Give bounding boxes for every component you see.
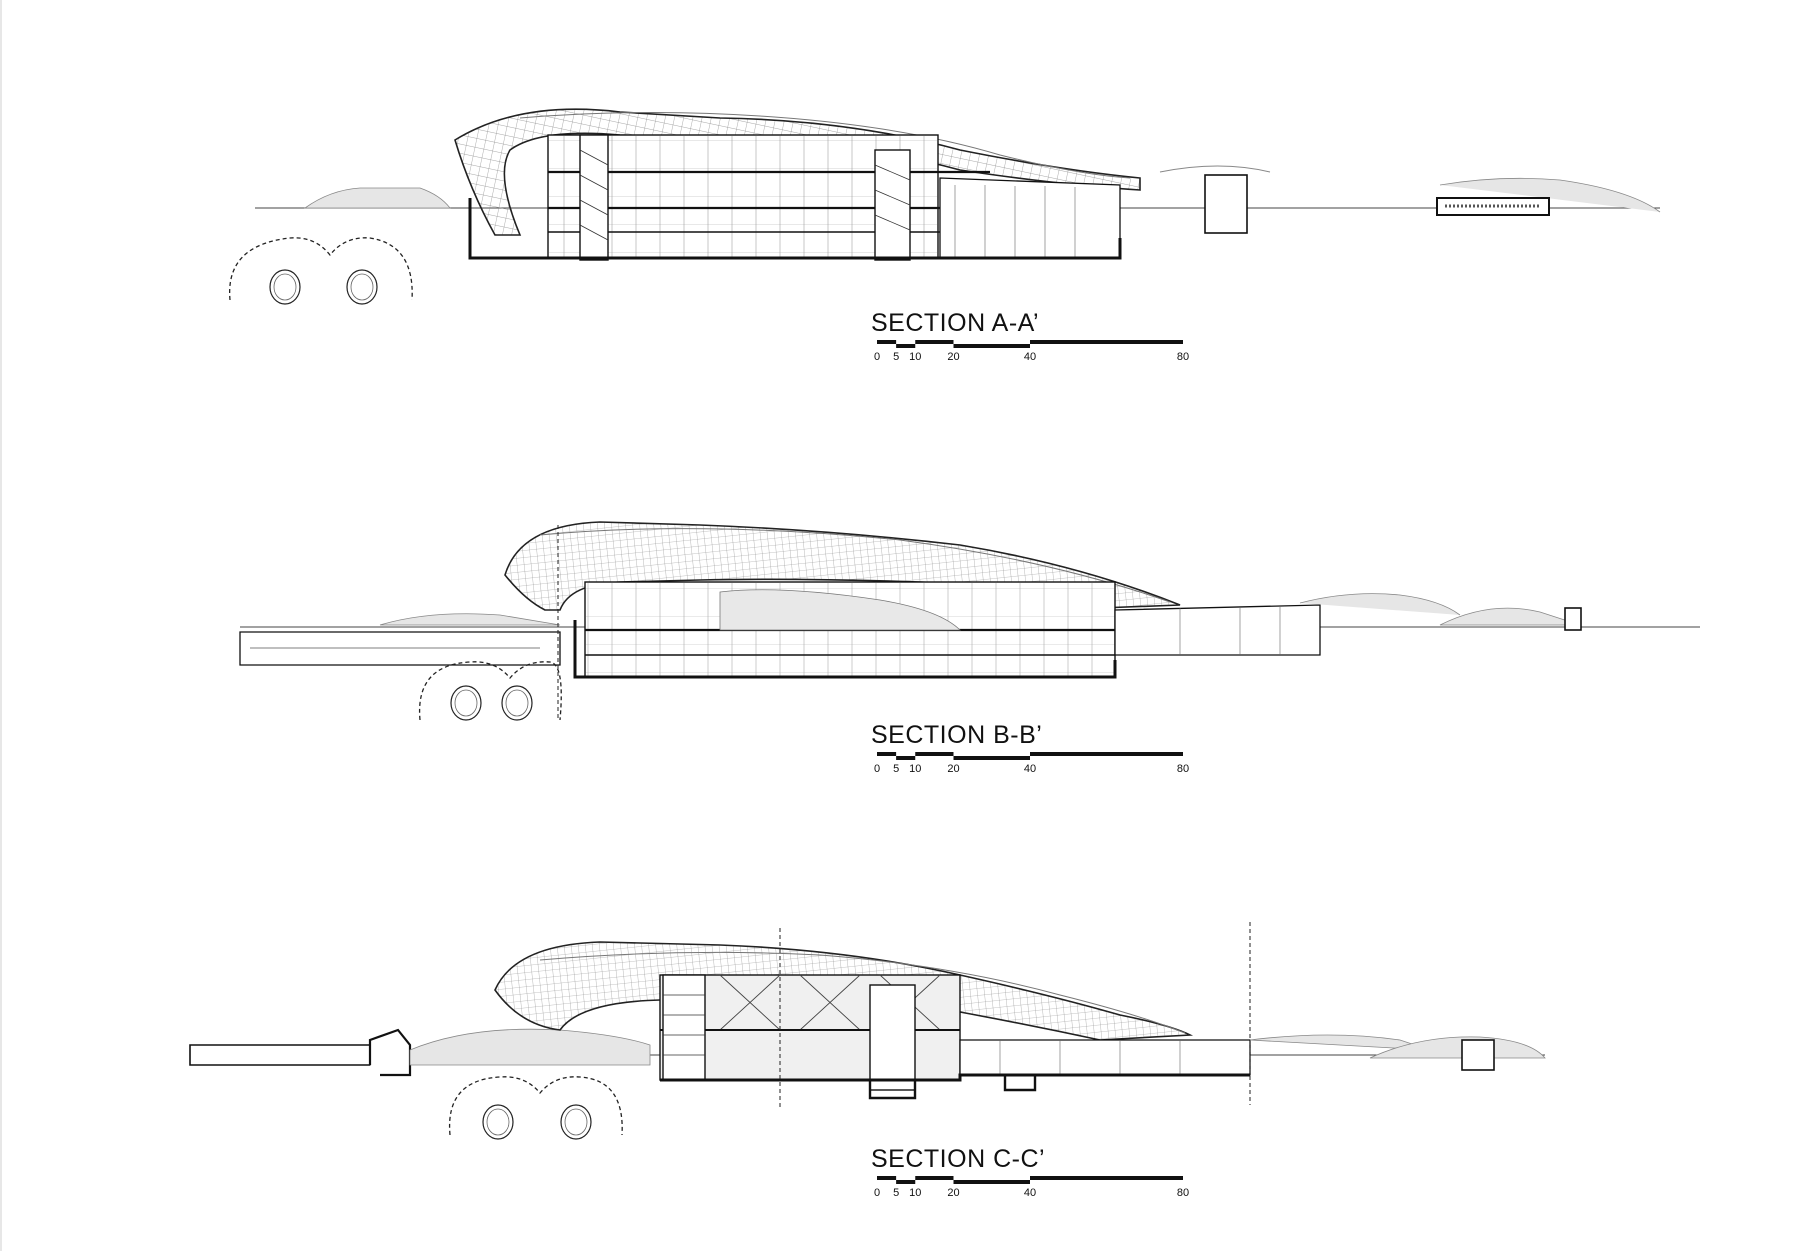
scale-tick-label: 0: [873, 1187, 881, 1199]
core-stairs: [579, 149, 609, 241]
scale-bar-segment: [915, 340, 954, 344]
underground-passage: [239, 631, 561, 666]
landscape-mound: [1159, 165, 1271, 173]
tunnel-bore: [346, 269, 378, 305]
landscape-mound: [1439, 607, 1581, 626]
scale-tick-label: 40: [1023, 1187, 1037, 1199]
core-stairs: [663, 994, 705, 1056]
end-block: [1461, 1039, 1495, 1071]
scale-bar-segment: [915, 752, 954, 756]
tunnel-bore: [560, 1104, 592, 1140]
section-a-drawing: [229, 108, 1661, 305]
scale-tick-label: 20: [947, 763, 960, 775]
tunnel-bore: [269, 269, 301, 305]
wing-columns: [999, 1040, 1181, 1075]
core-tower: [869, 984, 916, 1091]
scale-tick-label: 80: [1176, 351, 1190, 363]
landscape-mound: [379, 613, 561, 626]
lower-wing: [1114, 604, 1321, 656]
end-block: [1204, 174, 1248, 234]
scale-tick-label: 5: [893, 763, 900, 775]
end-block: [368, 1028, 412, 1077]
wing-columns: [1179, 606, 1281, 655]
scale-tick-label: 80: [1176, 1187, 1190, 1199]
scale-bar-segment: [953, 756, 1030, 760]
scale-bar-segment: [1030, 752, 1183, 756]
tunnel-outline: [418, 661, 562, 721]
end-block: [1564, 607, 1582, 631]
wing-columns: [954, 185, 1076, 258]
lower-wing: [939, 177, 1121, 259]
section-c-title: SECTION C-C’: [871, 1145, 1046, 1173]
foundation: [468, 198, 1122, 260]
scale-bar-segment: [1030, 1176, 1183, 1180]
landscape-mound: [1369, 1036, 1546, 1059]
scale-tick-label: 5: [893, 1187, 900, 1199]
tunnel-outline: [448, 1076, 623, 1136]
scale-tick-label: 10: [909, 1187, 922, 1199]
tunnel-bore: [501, 685, 533, 721]
tunnel-outline: [229, 237, 413, 301]
hall-truss: [719, 974, 941, 1031]
core-stairs: [874, 164, 911, 231]
foundation: [573, 620, 1117, 679]
section-b-title: SECTION B-B’: [871, 721, 1043, 749]
tunnel-bore-inner: [486, 1108, 510, 1136]
roof-band: [539, 951, 1186, 1034]
roof-band: [519, 111, 1131, 179]
scale-bars: [877, 340, 1183, 1184]
tunnel-bore: [482, 1104, 514, 1140]
core-tower: [874, 149, 911, 261]
scale-tick-label: 0: [873, 763, 881, 775]
core-tower: [662, 974, 706, 1081]
scale-bar-segment: [877, 1176, 897, 1180]
scale-tick-label: 0: [873, 351, 881, 363]
scale-bar-segment: [1030, 340, 1183, 344]
scale-tick-label: 80: [1176, 763, 1190, 775]
roof-band: [539, 528, 1171, 603]
scale-bar-segment: [877, 340, 897, 344]
scale-bar-segment: [877, 752, 897, 756]
scale-bar-segment: [953, 344, 1030, 348]
scale-bar-segment: [896, 1180, 916, 1184]
section-b-drawing: [239, 521, 1700, 721]
lower-wing: [959, 1039, 1251, 1076]
scale-bar-segment: [896, 756, 916, 760]
scale-bar-segment: [896, 344, 916, 348]
scale-tick-label: 5: [893, 351, 900, 363]
scale-tick-label: 10: [909, 351, 922, 363]
scale-tick-label: 40: [1023, 351, 1037, 363]
foundation: [660, 1073, 1250, 1082]
core-tower: [579, 134, 609, 261]
atrium-void: [719, 589, 961, 631]
foundation-pit: [868, 1075, 1037, 1100]
underground-passage: [189, 1044, 381, 1066]
landscape-mound: [1439, 177, 1661, 213]
landscape-mound: [303, 187, 451, 209]
floor-grid: [548, 135, 938, 258]
scale-tick-label: 20: [947, 1187, 960, 1199]
landscape-mound: [409, 1028, 651, 1066]
landscape-mound: [1299, 593, 1461, 616]
scale-bar-segment: [915, 1176, 954, 1180]
tunnel-bore-inner: [273, 273, 297, 301]
scale-tick-label: 40: [1023, 763, 1037, 775]
landscape-mound: [1249, 1034, 1431, 1051]
section-c-drawing: [189, 922, 1546, 1140]
tunnel-bore-inner: [454, 689, 478, 717]
scale-bar-segment: [953, 1180, 1030, 1184]
tunnel-bore-inner: [350, 273, 374, 301]
tunnel-bore: [450, 685, 482, 721]
tunnel-bore-inner: [564, 1108, 588, 1136]
scale-tick-label: 20: [947, 351, 960, 363]
tunnel-bore-inner: [505, 689, 529, 717]
scale-tick-label: 10: [909, 763, 922, 775]
section-a-title: SECTION A-A’: [871, 309, 1040, 337]
